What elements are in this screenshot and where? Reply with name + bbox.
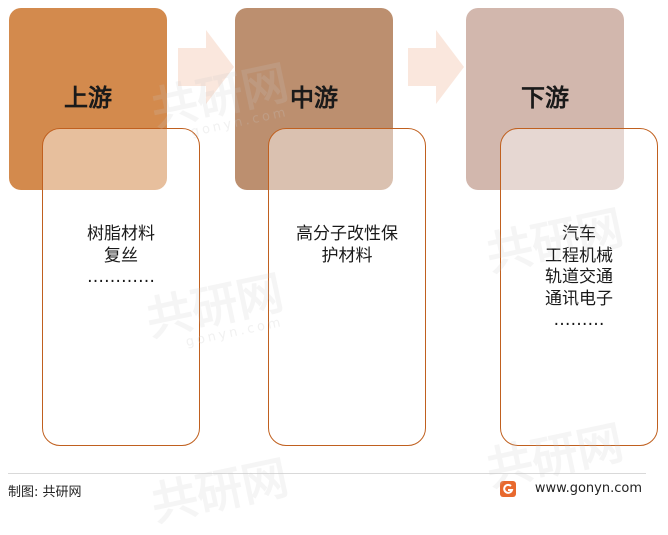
upstream-item: ………… bbox=[87, 267, 155, 287]
midstream-detail-card bbox=[268, 128, 426, 446]
midstream-item: 高分子改性保 bbox=[296, 224, 398, 244]
upstream-detail-card bbox=[42, 128, 200, 446]
footer-divider bbox=[8, 473, 646, 474]
upstream-title: 上游 bbox=[64, 84, 112, 112]
downstream-item: 工程机械 bbox=[545, 245, 613, 266]
downstream-item: 轨道交通 bbox=[545, 267, 613, 287]
upstream-stage-box bbox=[9, 8, 167, 190]
watermark: 共研网 bbox=[146, 450, 293, 532]
downstream-title: 下游 bbox=[521, 84, 569, 112]
footer-source: 制图: 共研网 bbox=[8, 485, 82, 500]
downstream-detail-card bbox=[500, 128, 658, 446]
upstream-items: 树脂材料 复丝 ………… bbox=[42, 224, 200, 289]
downstream-item: ……… bbox=[553, 310, 605, 330]
arrow-right-icon bbox=[408, 30, 464, 104]
arrow-right-icon bbox=[178, 30, 234, 104]
downstream-stage-box bbox=[466, 8, 624, 190]
upstream-item: 复丝 bbox=[104, 245, 138, 266]
downstream-item: 通讯电子 bbox=[545, 288, 613, 309]
upstream-item: 树脂材料 bbox=[87, 224, 155, 244]
midstream-title: 中游 bbox=[290, 84, 338, 112]
footer-site[interactable]: www.gonyn.com bbox=[534, 481, 642, 496]
midstream-stage-box bbox=[235, 8, 393, 190]
downstream-items: 汽车 工程机械 轨道交通 通讯电子 ……… bbox=[500, 224, 658, 332]
gonyn-logo-icon bbox=[500, 481, 516, 497]
midstream-items: 高分子改性保 护材料 bbox=[268, 224, 426, 267]
midstream-item: 护材料 bbox=[321, 245, 373, 266]
downstream-item: 汽车 bbox=[562, 224, 596, 244]
